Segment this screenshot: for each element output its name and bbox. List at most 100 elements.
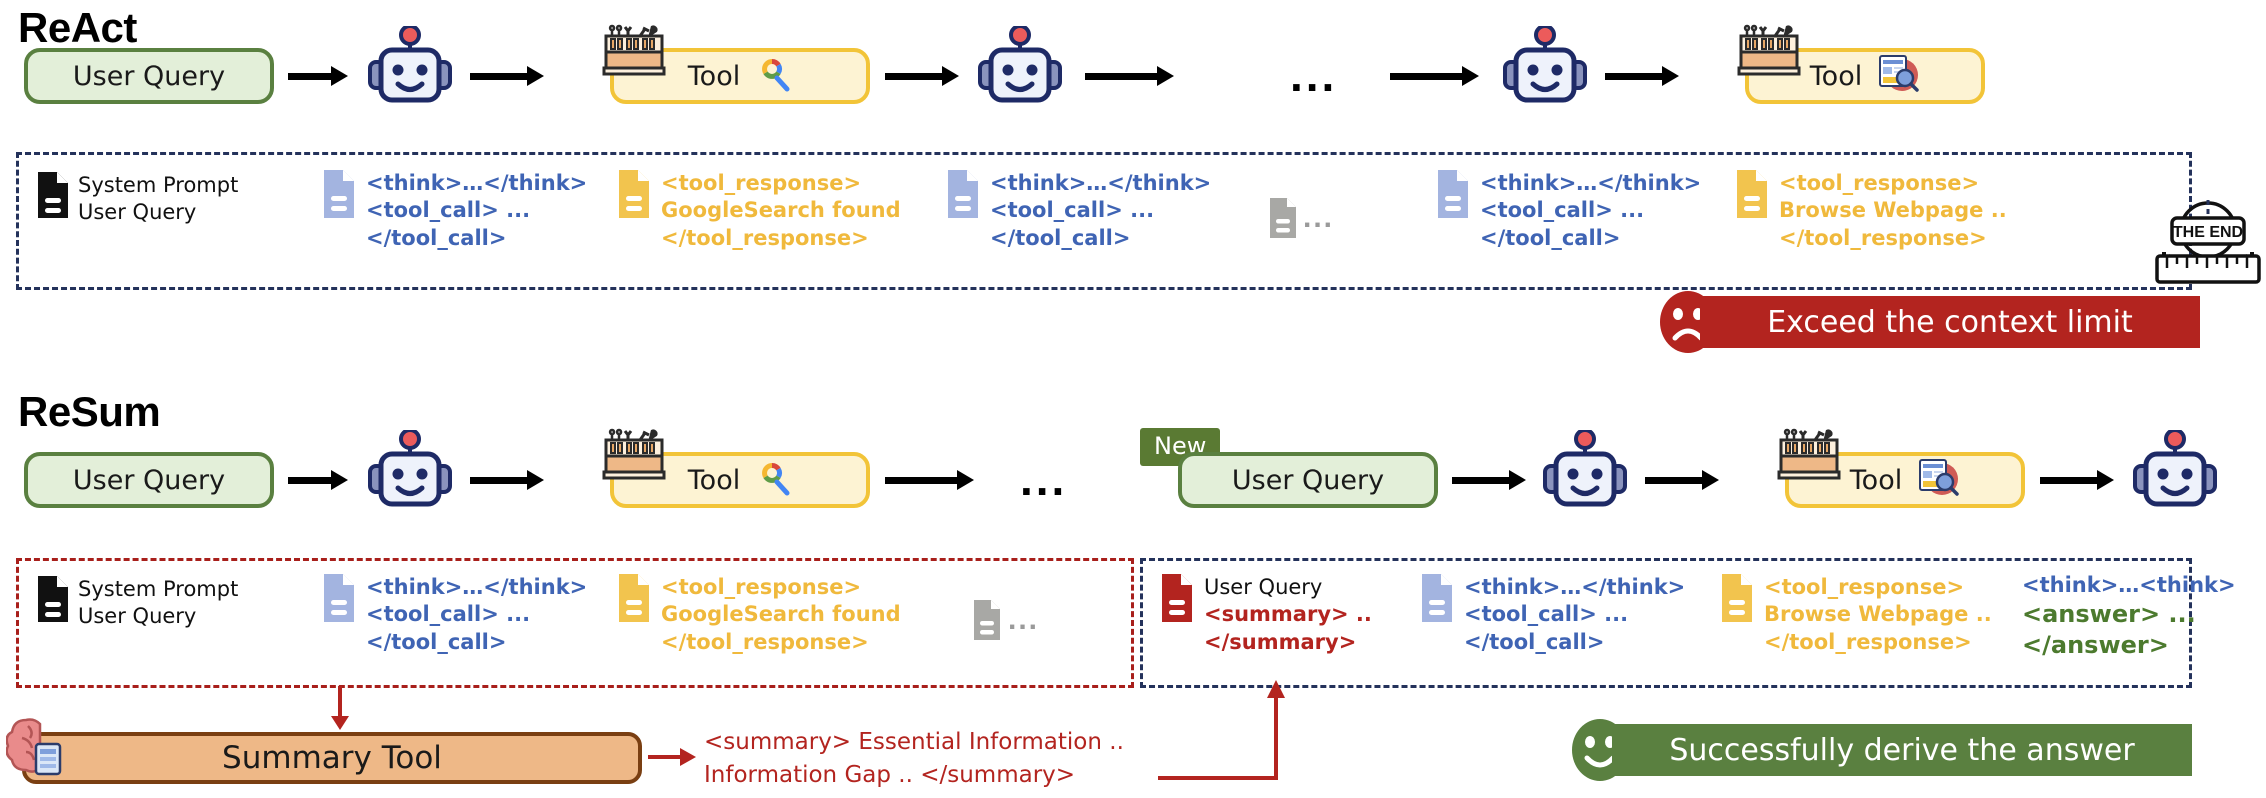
resum-new-user-query-label: User Query: [1231, 464, 1385, 496]
yellow-doc-icon-3: [617, 572, 651, 628]
resum-robot-2: [1540, 428, 1630, 508]
red-doc-icon: [1160, 572, 1194, 628]
gray-doc-icon-2: [972, 598, 1002, 646]
react-ctx-4-line-1: <think>…</think>: [990, 171, 1212, 195]
react-robot-3: [1500, 24, 1590, 104]
brain-icon: [5, 712, 78, 784]
exceed-context-banner: Exceed the context limit: [1700, 296, 2200, 348]
section-title-resum: ReSum: [18, 388, 161, 435]
yellow-doc-icon-1: [617, 168, 651, 224]
resum-ctxl-col-1: System Prompt User Query: [78, 576, 238, 631]
react-flow-ellipsis: ...: [1290, 49, 1338, 101]
summary-tool-pill[interactable]: Summary Tool: [22, 732, 642, 784]
react-ctx-4-line-3: </tool_call>: [990, 225, 1131, 250]
resum-arrow-5: [1645, 470, 1720, 490]
resum-ctxr-col-1: User Query <summary> .. </summary>: [1204, 574, 1372, 656]
resum-ctxl-2-line-1: <think>…</think>: [366, 575, 588, 599]
resum-robot-3: [2130, 428, 2220, 508]
react-ctx-2-line-3: </tool_call>: [366, 225, 507, 250]
gray-doc-icon-1: [1268, 196, 1298, 244]
summary-output-text: <summary> Essential Information .. Infor…: [704, 726, 1124, 791]
blue-doc-icon-2: [946, 168, 980, 224]
summary-output-line-1: <summary> Essential Information ..: [704, 729, 1124, 755]
section-title-react: ReAct: [18, 4, 137, 51]
toolbox-icon-2: [1735, 22, 1803, 84]
resum-ctxl-col-3: <tool_response> GoogleSearch found </too…: [661, 574, 901, 656]
resum-ctxl-3-line-3: </tool_response>: [661, 629, 869, 654]
react-user-query-label: User Query: [72, 60, 226, 92]
resum-ctxr-3-line-2: Browse Webpage ..: [1764, 602, 1992, 627]
react-robot-1: [365, 24, 455, 104]
summary-feedback-arrow: [1158, 680, 1285, 780]
react-user-query-pill[interactable]: User Query: [24, 48, 274, 104]
react-ctx-7-line-1: <tool_response>: [1779, 171, 1980, 195]
react-ctx-6-line-2: <tool_call> ...: [1480, 198, 1645, 223]
resum-ctxr-col-3: <tool_response> Browse Webpage .. </tool…: [1764, 574, 1992, 656]
toolbox-icon-1: [600, 22, 668, 84]
resum-ctxr-3-line-3: </tool_response>: [1764, 629, 1972, 654]
react-ctx-2-line-2: <tool_call> ...: [366, 198, 531, 223]
resum-ctxl-2-line-3: </tool_call>: [366, 629, 507, 654]
resum-ctxl-2-line-2: <tool_call> ...: [366, 602, 531, 627]
black-doc-icon-1: [36, 170, 70, 224]
resum-ctxr-4-line-2: <answer> ...: [2022, 600, 2196, 629]
react-ctx-col-1: System Prompt User Query: [78, 172, 238, 227]
resum-ctxr-4-line-1: <think>…<think>: [2022, 573, 2236, 597]
resum-arrow-6: [2040, 470, 2115, 490]
resum-flow-ellipsis: ...: [1020, 453, 1068, 505]
resum-arrow-4: [1452, 470, 1527, 490]
resum-tool-label-2: Tool: [1849, 464, 1903, 496]
black-doc-icon-2: [36, 574, 70, 628]
react-arrow-2: [470, 66, 545, 86]
summary-right-arrow: [648, 748, 696, 766]
the-end-label: THE END: [2173, 224, 2243, 241]
summary-tool-label: Summary Tool: [222, 740, 442, 776]
toolbox-icon-3: [600, 426, 668, 488]
react-ctx-gray-ellipsis: ...: [1303, 201, 1335, 234]
resum-ctxr-col-2: <think>…</think> <tool_call> ... </tool_…: [1464, 574, 1685, 656]
react-ctx-1-line-1: System Prompt: [78, 173, 239, 197]
resum-robot-1: [365, 428, 455, 508]
resum-context-box-right: [1140, 558, 2192, 688]
resum-ctxl-1-line-1: System Prompt: [78, 577, 239, 601]
react-tool-label-2: Tool: [1809, 60, 1863, 92]
resum-ctxr-2-line-2: <tool_call> ...: [1464, 602, 1629, 627]
resum-ctxr-4-line-3: </answer>: [2022, 631, 2169, 660]
google-search-icon-2: [752, 457, 792, 504]
blue-doc-icon-1: [322, 168, 356, 224]
resum-ctxr-2-line-3: </tool_call>: [1464, 629, 1605, 654]
react-ctx-2-line-1: <think>…</think>: [366, 171, 588, 195]
resum-tool-label-1: Tool: [687, 464, 741, 496]
react-robot-2: [975, 24, 1065, 104]
react-arrow-5: [1390, 66, 1480, 86]
react-ctx-4-line-2: <tool_call> ...: [990, 198, 1155, 223]
resum-ctxl-3-line-2: GoogleSearch found: [661, 602, 901, 627]
resum-new-user-query-pill[interactable]: User Query: [1178, 452, 1438, 508]
resum-ctxr-col-4: <think>…<think> <answer> ... </answer>: [2022, 572, 2236, 662]
resum-context-box-left: [16, 558, 1134, 688]
react-ctx-7-line-2: Browse Webpage ..: [1779, 198, 2007, 223]
resum-user-query-label: User Query: [72, 464, 226, 496]
react-arrow-1: [288, 66, 348, 86]
react-ctx-6-line-1: <think>…</think>: [1480, 171, 1702, 195]
success-banner: Successfully derive the answer: [1612, 724, 2192, 776]
blue-doc-icon-4: [322, 572, 356, 628]
resum-ctxr-1-line-2: <summary> ..: [1204, 602, 1372, 627]
react-ctx-7-line-3: </tool_response>: [1779, 225, 1987, 250]
browse-webpage-icon-2: [1916, 455, 1960, 506]
summary-down-arrow: [331, 686, 349, 730]
yellow-doc-icon-4: [1720, 572, 1754, 628]
react-tool-pill-search[interactable]: Tool: [610, 48, 870, 104]
resum-ctxr-3-line-1: <tool_response>: [1764, 575, 1965, 599]
react-arrow-3: [885, 66, 960, 86]
resum-user-query-pill[interactable]: User Query: [24, 452, 274, 508]
resum-arrow-3: [885, 470, 975, 490]
react-ctx-6-line-3: </tool_call>: [1480, 225, 1621, 250]
yellow-doc-icon-2: [1735, 168, 1769, 224]
react-arrow-6: [1605, 66, 1680, 86]
resum-tool-pill-browse[interactable]: Tool: [1785, 452, 2025, 508]
summary-output-line-2: Information Gap .. </summary>: [704, 761, 1076, 788]
resum-ctxr-1-line-1: User Query: [1204, 575, 1323, 599]
blue-doc-icon-5: [1420, 572, 1454, 628]
